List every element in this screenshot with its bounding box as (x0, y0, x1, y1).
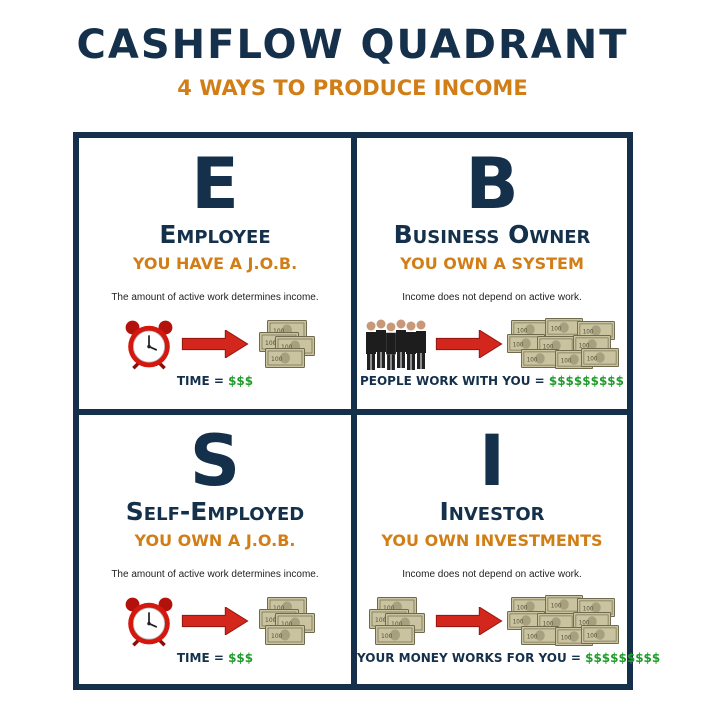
page-subtitle: 4 WAYS TO PRODUCE INCOME (177, 76, 528, 100)
quadrant-letter: S (189, 420, 241, 502)
formula-label: YOUR MONEY WORKS FOR YOU = (357, 651, 586, 665)
quadrant-tagline: YOU OWN INVESTMENTS (381, 531, 603, 550)
quadrant-visual (119, 595, 319, 647)
quadrant-description: The amount of active work determines inc… (111, 569, 319, 580)
alarm-clock-icon (123, 318, 175, 370)
quadrant-role: Self-Employed (125, 497, 305, 526)
quadrant-role: Investor (439, 497, 545, 526)
red-arrow-icon (435, 607, 503, 635)
quadrant-tagline: YOU OWN A J.O.B. (134, 531, 296, 550)
cash-stack-icon (259, 320, 315, 368)
formula-value: $$$ (228, 651, 254, 665)
quadrant-tagline: YOU OWN A SYSTEM (400, 254, 584, 273)
quadrant-formula: YOUR MONEY WORKS FOR YOU = $$$$$$$$$ (357, 651, 660, 665)
cash-stack-icon (259, 597, 315, 645)
quadrant-self-employed: S Self-Employed YOU OWN A J.O.B. The amo… (79, 415, 351, 684)
quadrant-visual (365, 595, 621, 647)
quadrant-formula: PEOPLE WORK WITH YOU = $$$$$$$$$ (357, 374, 627, 388)
quadrant-formula: TIME = $$$ (79, 651, 351, 665)
quadrant-letter: E (191, 143, 239, 225)
alarm-clock-icon (123, 595, 175, 647)
formula-label: TIME = (176, 651, 229, 665)
quadrant-formula: TIME = $$$ (79, 374, 351, 388)
formula-label: TIME = (176, 374, 229, 388)
quadrant-business-owner: B Business Owner YOU OWN A SYSTEM Income… (357, 138, 627, 409)
quadrant-visual (119, 318, 319, 370)
quadrant-description: The amount of active work determines inc… (111, 292, 319, 303)
quadrant-role: Business Owner (393, 220, 591, 249)
formula-value: $$$ (228, 374, 254, 388)
cash-pile-icon (507, 595, 619, 646)
formula-value: $$$$$$$$$ (585, 651, 661, 665)
formula-value: $$$$$$$$$ (548, 374, 625, 388)
quadrant-tagline: YOU HAVE A J.O.B. (132, 254, 298, 273)
quadrant-employee: E Employee YOU HAVE A J.O.B. The amount … (79, 138, 351, 409)
quadrant-description: Income does not depend on active work. (402, 292, 582, 303)
quadrant-investor: I Investor YOU OWN INVESTMENTS Income do… (357, 415, 660, 684)
cash-pile-icon (507, 318, 619, 369)
quadrant-letter: B (465, 143, 519, 225)
red-arrow-icon (435, 330, 503, 358)
page-title: CASHFLOW QUADRANT (76, 22, 629, 68)
quadrant-letter: I (478, 420, 506, 502)
business-team-icon (366, 319, 426, 370)
formula-label: PEOPLE WORK WITH YOU = (359, 374, 549, 388)
quadrant-visual (365, 318, 621, 370)
quadrant-role: Employee (159, 220, 271, 249)
cash-stack-icon (369, 597, 425, 645)
quadrant-description: Income does not depend on active work. (402, 569, 582, 580)
red-arrow-icon (181, 330, 249, 358)
quadrant-grid: E Employee YOU HAVE A J.O.B. The amount … (73, 132, 660, 690)
red-arrow-icon (181, 607, 249, 635)
